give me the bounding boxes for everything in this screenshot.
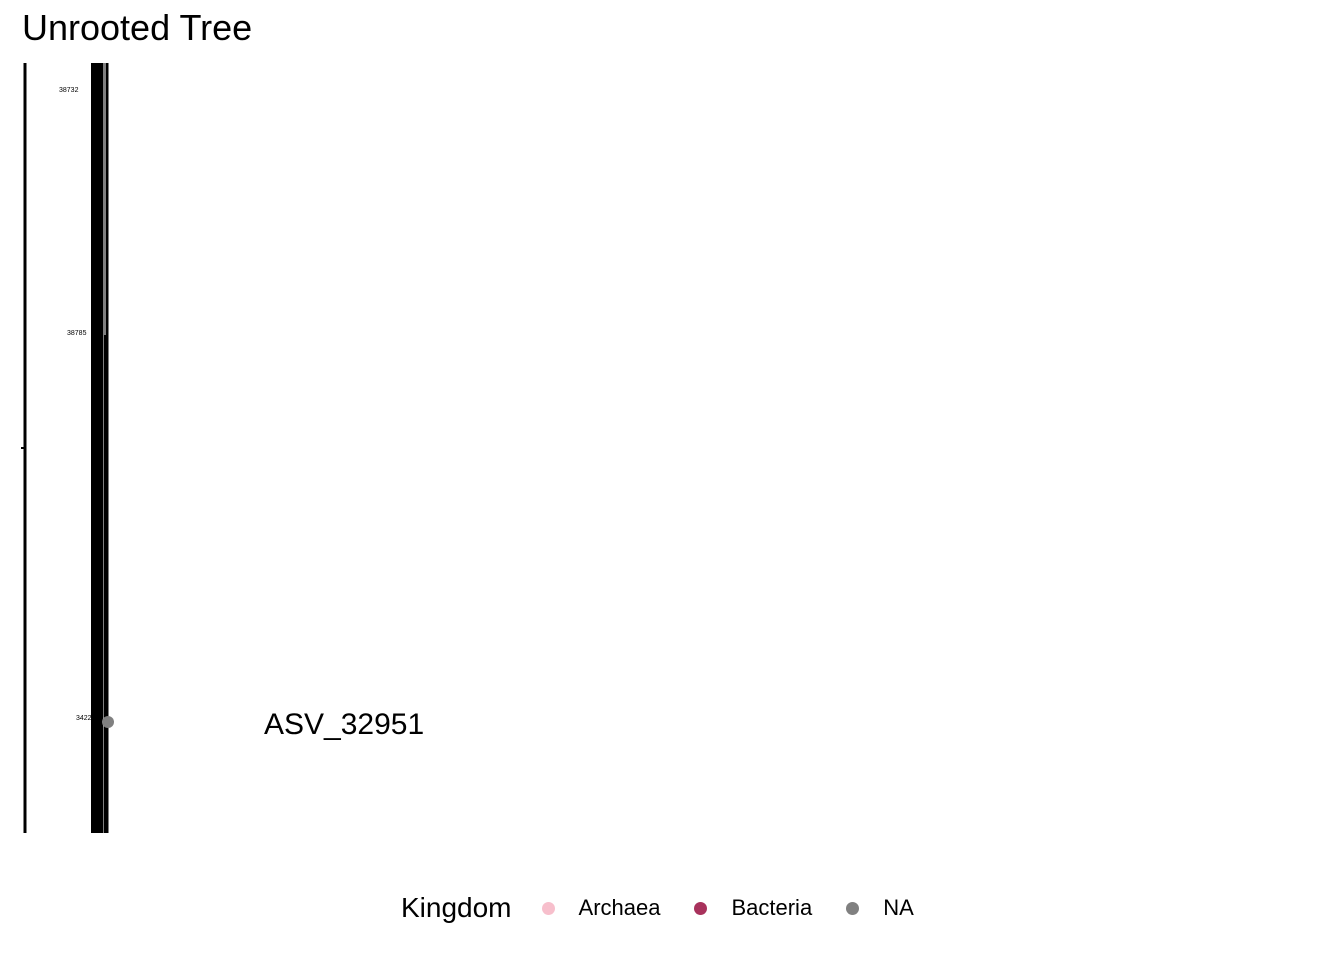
- legend-title: Kingdom: [401, 892, 512, 923]
- legend-item: Archaea: [541, 895, 661, 921]
- chart-title: Unrooted Tree: [22, 7, 253, 48]
- legend-label: Bacteria: [731, 895, 813, 920]
- tip-label: ASV_32951: [264, 708, 424, 741]
- legend-label: Archaea: [578, 895, 661, 920]
- tree-diagram: 38732 38785 3422 ASV_32951: [21, 63, 424, 833]
- legend-key-na: [846, 901, 860, 915]
- legend-item: NA: [846, 895, 914, 921]
- node-label: 3422: [76, 715, 92, 722]
- legend-key-archaea: [541, 901, 555, 915]
- legend-item: Bacteria: [694, 895, 812, 921]
- legend-label: NA: [883, 895, 914, 920]
- node-label: 38785: [67, 330, 87, 337]
- node-label: 38732: [59, 87, 79, 94]
- tip-point: [102, 716, 114, 728]
- legend-key-bacteria: [694, 901, 708, 915]
- legend: Kingdom Archaea Bacteria NA: [401, 888, 948, 928]
- clade-block: [91, 63, 103, 833]
